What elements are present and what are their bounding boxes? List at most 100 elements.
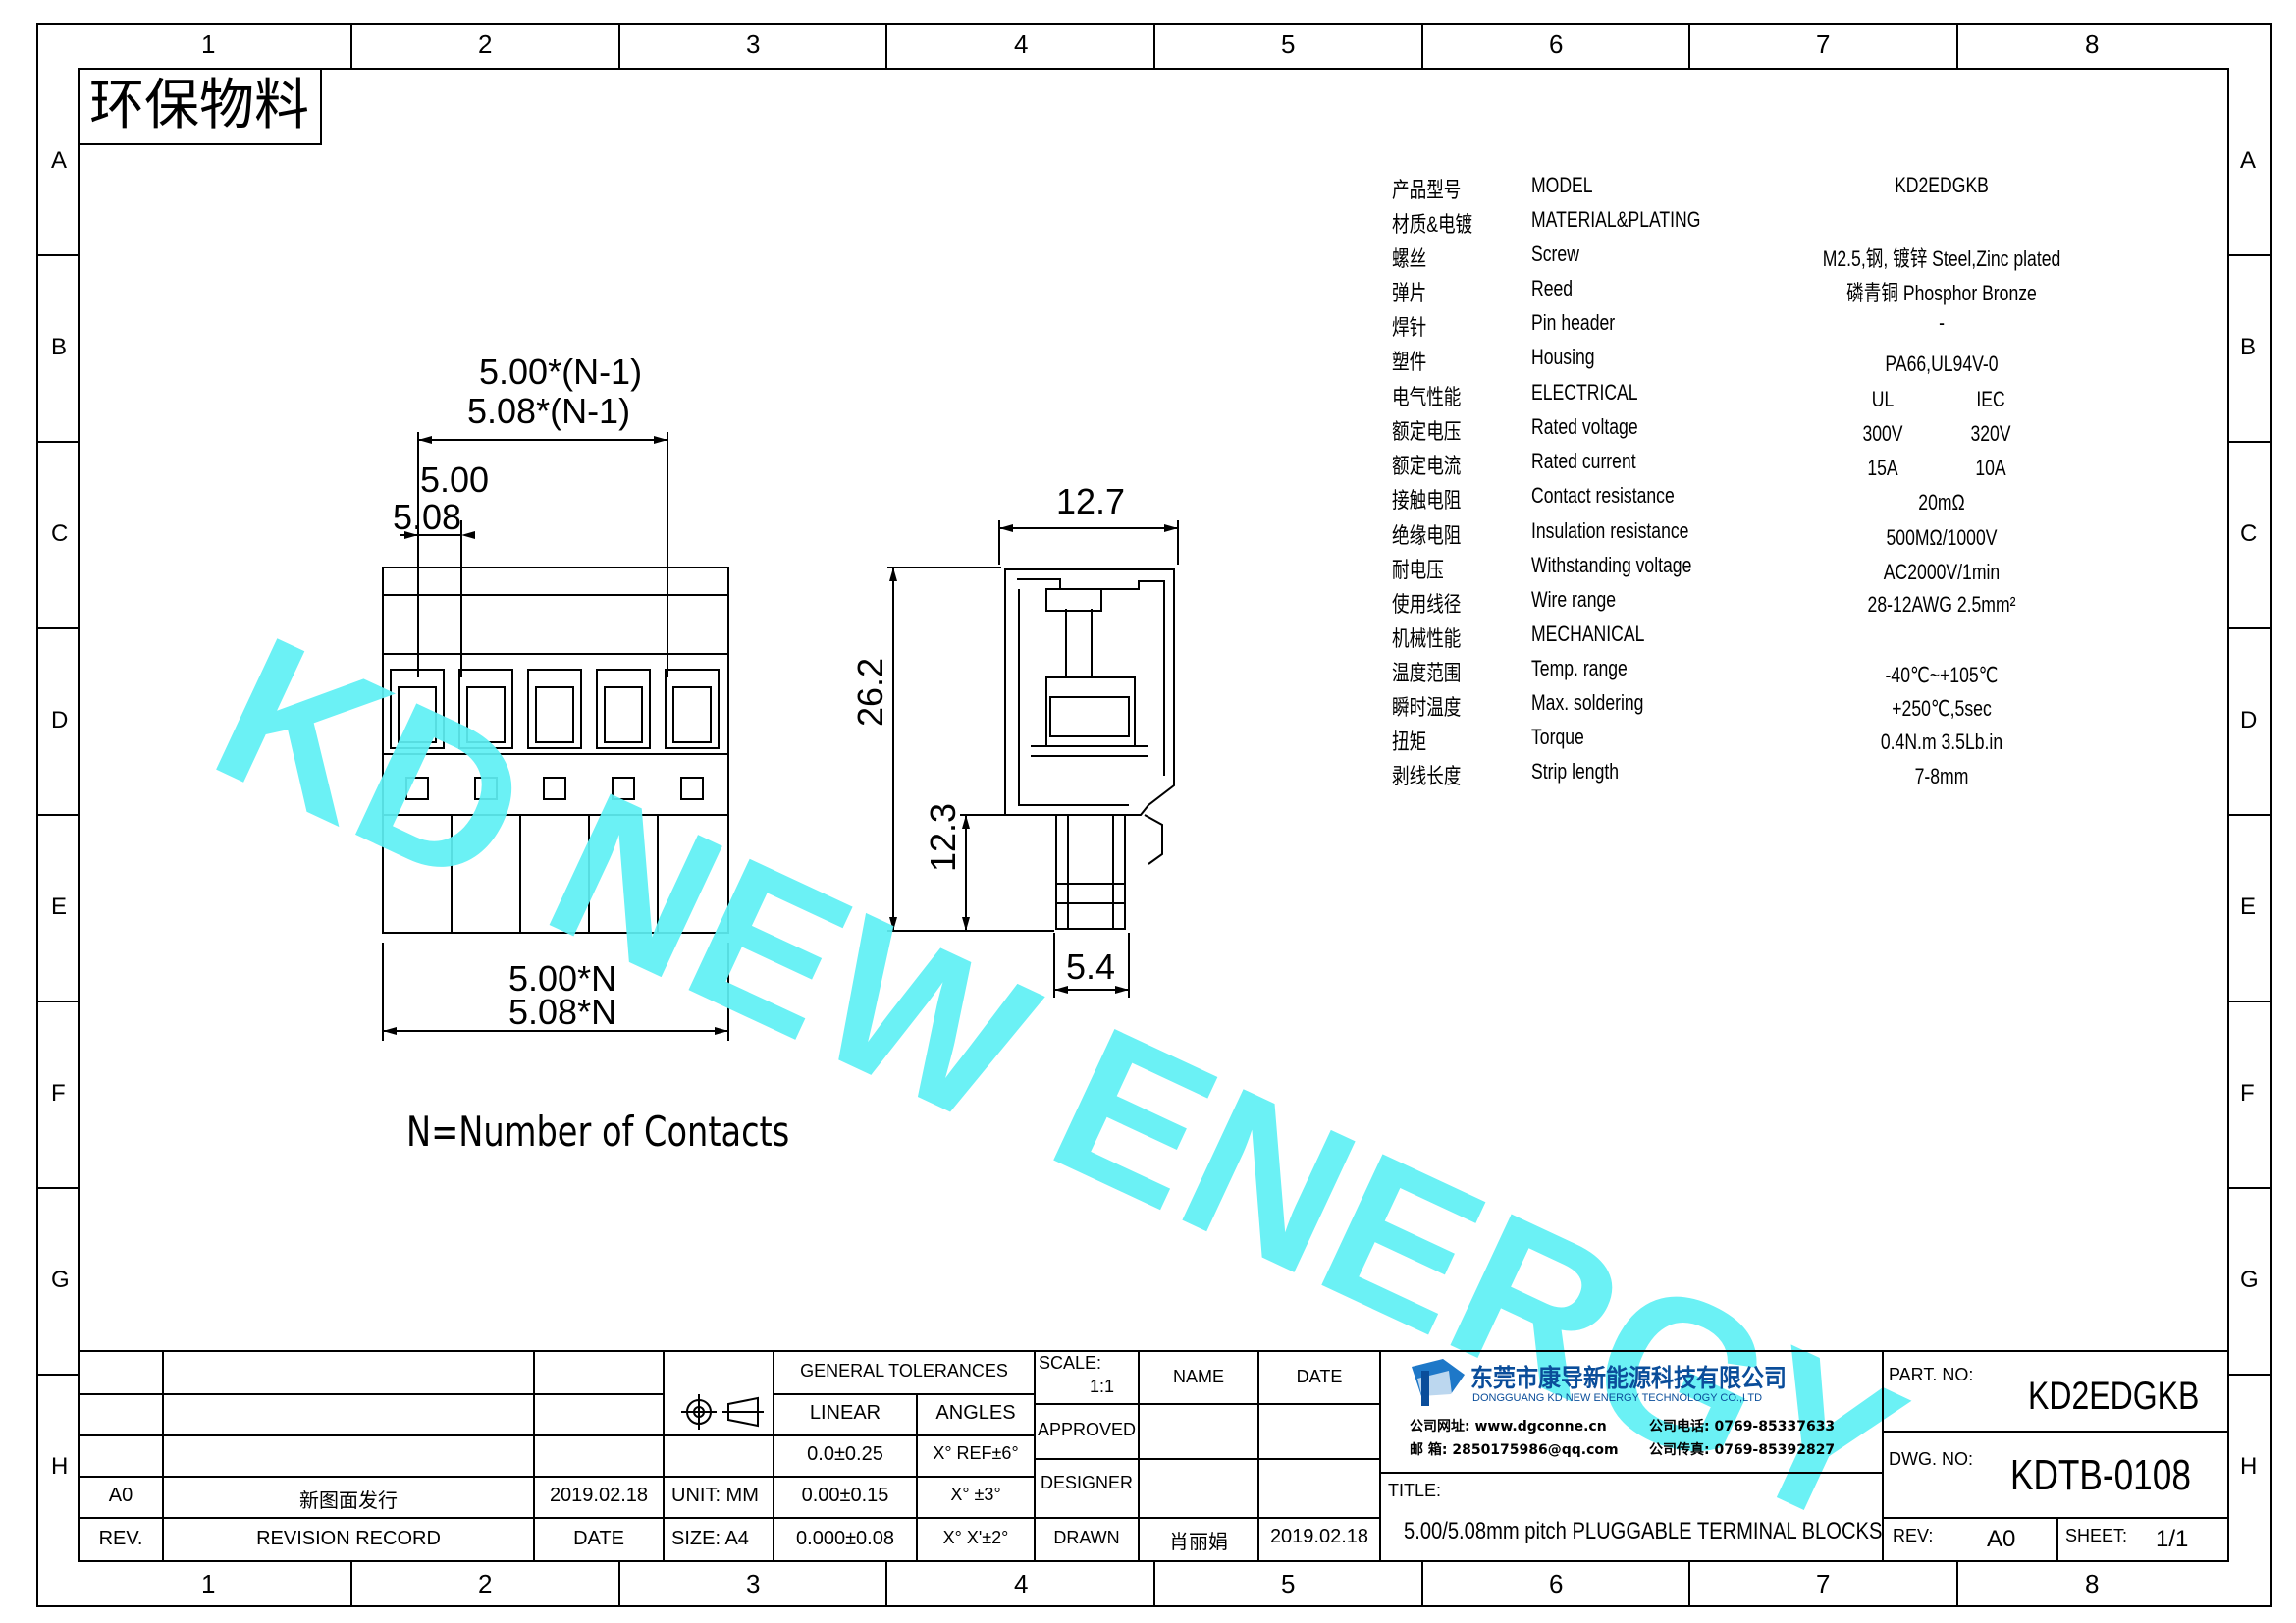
row-label-a: A [51,147,68,174]
col-label-6: 6 [1549,29,1564,59]
col-label-2: 2 [478,29,493,59]
spec-cn: 温度范围 [1392,661,1462,685]
designer-label: DESIGNER [1040,1473,1134,1492]
row-label-f-right: F [2240,1080,2255,1107]
revision-record-header: REVISION RECORD [256,1528,441,1549]
col-label-7-bottom: 7 [1816,1569,1831,1598]
approved-label: APPROVED [1037,1420,1137,1439]
row-label-g: G [51,1267,70,1293]
spec-value: 28-12AWG 2.5mm² [1867,592,2016,617]
spec-value: +250℃,5sec [1892,696,1992,721]
spec-iec: 320V [1970,421,2011,446]
col-label-4: 4 [1014,29,1029,59]
tol-angle: X° ±3° [950,1485,1001,1504]
spec-en: Contact resistance [1531,483,1675,508]
dim-pitch-top1: 5.00*(N-1) [479,352,643,392]
spec-en: Screw [1531,242,1579,266]
rev-date: 2019.02.18 [549,1485,649,1506]
row-label-b: B [51,334,68,360]
spec-cn: 使用线径 [1392,592,1462,617]
spec-en: Housing [1531,345,1595,369]
size-label: SIZE: A4 [671,1528,749,1549]
row-label-h: H [51,1453,69,1480]
spec-cn: 螺丝 [1392,246,1427,271]
dim-single1: 5.00 [420,460,490,500]
rev-a0: A0 [108,1485,133,1506]
company-logo [1412,1359,1465,1410]
row-label-d-right: D [2240,707,2258,733]
spec-en: ELECTRICAL [1531,380,1638,405]
dim-pitch-top2: 5.08*(N-1) [467,391,631,431]
spec-value: 0.4N.m 3.5Lb.in [1880,730,2003,754]
spec-value: 磷青铜 Phosphor Bronze [1846,281,2037,305]
company-name-en: DONGGUANG KD NEW ENERGY TECHNOLOGY CO.,L… [1472,1392,1763,1404]
col-label-8: 8 [2085,29,2100,59]
part-no-label: PART. NO: [1889,1365,1974,1384]
spec-value: PA66,UL94V-0 [1885,352,1999,376]
title-label: TITLE: [1388,1481,1442,1500]
dwg-no-value: KDTB-0108 [2010,1451,2191,1499]
dim-side-width: 12.7 [1056,481,1126,521]
company-website: 公司网址: www.dgconne.cn [1410,1419,1607,1434]
spec-cn: 绝缘电阻 [1392,523,1462,548]
rev-header: REV. [98,1528,143,1549]
spec-cn: 额定电流 [1392,454,1462,478]
sheet-label: SHEET: [2065,1526,2128,1545]
spec-cn: 剥线长度 [1392,764,1462,788]
spec-cn: 产品型号 [1392,178,1462,202]
angles-header: ANGLES [935,1402,1016,1424]
tol-linear: 0.000±0.08 [796,1528,894,1549]
spec-value: M2.5,钢, 镀锌 Steel,Zinc plated [1822,246,2061,271]
unit-label: UNIT: MM [671,1485,759,1506]
spec-cn: 电气性能 [1392,385,1462,409]
company-email: 邮 箱: 2850175986@qq.com [1410,1442,1619,1458]
projection-symbol [681,1394,764,1430]
company-phone: 公司电话: 0769-85337633 [1649,1419,1836,1434]
date-col-header: DATE [1296,1367,1343,1386]
col-label-2-bottom: 2 [478,1569,493,1598]
spec-ul: 15A [1867,456,1898,480]
row-label-g-right: G [2240,1267,2259,1293]
col-label-5-bottom: 5 [1281,1569,1296,1598]
col-label-1-bottom: 1 [201,1569,216,1598]
spec-en: Wire range [1531,587,1617,612]
contacts-note: N=Number of Contacts [406,1108,790,1156]
spec-en: Reed [1531,276,1574,300]
row-label-c: C [51,520,69,547]
spec-cn: 瞬时温度 [1392,695,1462,720]
spec-en: MECHANICAL [1531,622,1645,646]
col-label-6-bottom: 6 [1549,1569,1564,1598]
spec-en: Insulation resistance [1531,518,1689,543]
drawn-label: DRAWN [1053,1528,1120,1547]
spec-cn: 耐电压 [1392,558,1444,582]
row-label-a-right: A [2240,147,2257,174]
col-label-5: 5 [1281,29,1296,59]
spec-cn: 扭矩 [1392,730,1427,754]
row-label-b-right: B [2240,334,2257,360]
spec-en: Rated voltage [1531,414,1638,439]
col-label-3-bottom: 3 [746,1569,761,1598]
dwg-no-label: DWG. NO: [1889,1449,1973,1469]
col-label-8-bottom: 8 [2085,1569,2100,1598]
tol-angle: X° X'±2° [942,1528,1009,1547]
scale-label: SCALE: [1039,1353,1102,1373]
sheet-value: 1/1 [2156,1526,2189,1552]
dim-side-pin-width: 5.4 [1066,947,1116,987]
col-label-3: 3 [746,29,761,59]
row-label-e-right: E [2240,893,2257,920]
spec-cn: 材质&电镀 [1392,212,1473,237]
rev-label: REV: [1893,1526,1934,1545]
row-label-d: D [51,707,69,733]
drawn-name: 肖丽娟 [1169,1530,1228,1553]
company-name-cn: 东莞市康导新能源科技有限公司 [1470,1364,1788,1392]
general-tolerances: GENERAL TOLERANCES [800,1361,1008,1380]
tol-linear: 0.0±0.25 [807,1443,883,1465]
spec-en: Rated current [1531,449,1636,473]
dim-bottom1: 5.00*N [508,958,617,999]
spec-cn: 塑件 [1392,350,1427,374]
spec-en: Pin header [1531,310,1616,335]
spec-cn: 焊针 [1392,315,1427,340]
row-label-e: E [51,893,68,920]
